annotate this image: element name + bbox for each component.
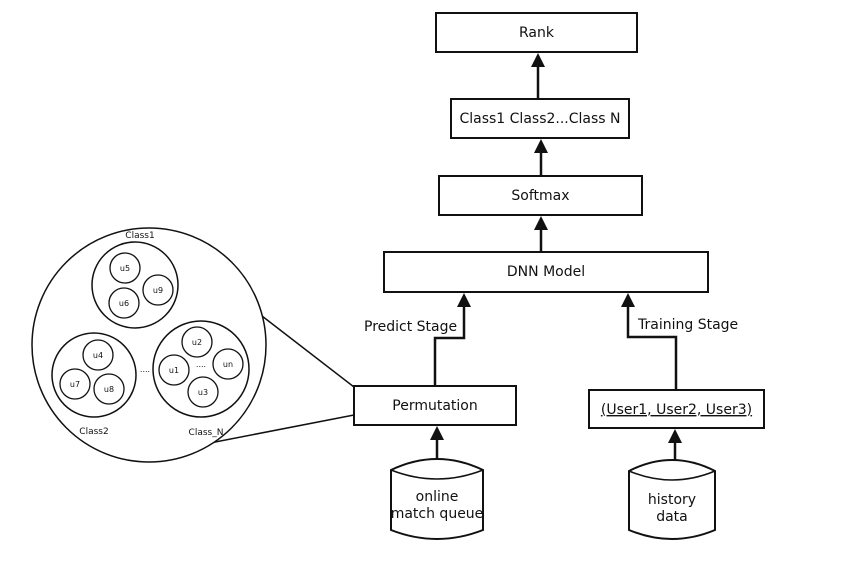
svg-text:u6: u6 xyxy=(119,299,129,308)
arrow-classes-to-rank xyxy=(531,53,545,99)
classn-circle xyxy=(152,320,250,418)
arrow-predict-stage xyxy=(433,293,471,386)
svg-text:un: un xyxy=(223,360,233,369)
history-db-line2: data xyxy=(656,509,688,525)
svg-text:u3: u3 xyxy=(198,388,208,397)
user-node: u1 xyxy=(158,354,190,386)
svg-text:u4: u4 xyxy=(93,351,103,360)
svg-text:u7: u7 xyxy=(70,380,80,389)
user-node: un xyxy=(212,348,244,380)
arrow-online-queue-to-permutation xyxy=(430,426,444,462)
rank-label: Rank xyxy=(519,25,555,41)
predict-stage-label: Predict Stage xyxy=(364,319,457,335)
svg-text:u1: u1 xyxy=(169,366,179,375)
softmax-node: Softmax xyxy=(438,175,643,216)
class-cluster-view: Class1 u5 u6 u9 u4 u7 u8 Class2 xyxy=(31,227,267,463)
softmax-label: Softmax xyxy=(511,188,569,204)
user-node: u7 xyxy=(59,368,91,400)
classes-label: Class1 Class2...Class N xyxy=(459,111,620,127)
svg-text:u9: u9 xyxy=(153,286,163,295)
zoom-line-bottom xyxy=(209,414,355,444)
users-node: (User1, User2, User3) xyxy=(588,389,765,429)
users-label: (User1, User2, User3) xyxy=(601,402,752,418)
training-stage-label: Training Stage xyxy=(637,317,738,333)
zoom-line-top xyxy=(261,315,355,388)
user-node: u6 xyxy=(108,287,140,319)
permutation-node: Permutation xyxy=(353,385,517,426)
rank-node: Rank xyxy=(435,12,638,53)
arrow-history-to-users xyxy=(668,429,682,463)
permutation-label: Permutation xyxy=(392,398,477,414)
dnn-model-label: DNN Model xyxy=(507,264,585,280)
classes-node: Class1 Class2...Class N xyxy=(450,98,630,139)
user-node: u9 xyxy=(142,274,174,306)
online-db-line1: online xyxy=(416,489,459,505)
user-node: u5 xyxy=(109,252,141,284)
user-node: u8 xyxy=(93,373,125,405)
history-db-line1: history xyxy=(648,492,696,508)
class1-title: Class1 xyxy=(125,231,154,241)
svg-text:u8: u8 xyxy=(104,385,114,394)
groups-ellipsis: .... xyxy=(140,365,150,374)
online-match-queue-database: online match queue xyxy=(390,458,484,540)
classn-title: Class_N xyxy=(189,428,224,438)
online-db-line2: match queue xyxy=(391,506,484,522)
arrow-softmax-to-classes xyxy=(534,139,548,176)
arrow-training-stage xyxy=(621,293,678,390)
history-data-database: history data xyxy=(628,459,716,540)
user-node: u3 xyxy=(187,376,219,408)
class2-title: Class2 xyxy=(79,427,108,437)
dnn-model-node: DNN Model xyxy=(383,251,709,293)
svg-text:u2: u2 xyxy=(192,338,202,347)
arrow-dnn-to-softmax xyxy=(534,216,548,252)
user-node: u2 xyxy=(181,326,213,358)
svg-text:u5: u5 xyxy=(120,264,130,273)
classn-ellipsis: .... xyxy=(196,360,206,369)
user-node: u4 xyxy=(82,339,114,371)
